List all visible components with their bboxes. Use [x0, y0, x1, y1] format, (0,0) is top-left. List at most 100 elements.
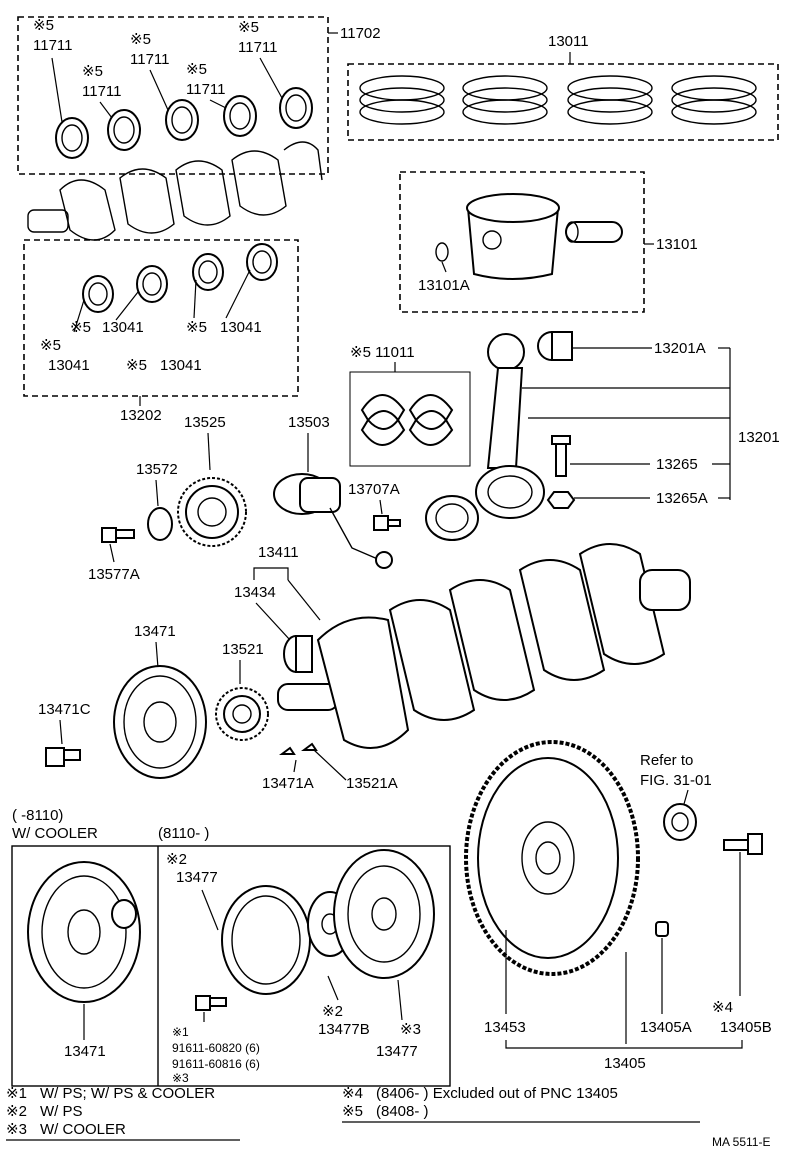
- connecting-rod-group: ※5 11011 13201A 13201: [349, 331, 780, 541]
- bearing-shell: [149, 69, 199, 141]
- bearing-lower-dashed-box: [23, 239, 299, 397]
- bearing-upper-dashed-box: [17, 16, 329, 175]
- w-cooler-title: W/ COOLER: [12, 825, 98, 842]
- piston-ring-set: [671, 75, 757, 125]
- crank-timing-gear: [215, 687, 269, 741]
- label-13471: 13471: [134, 623, 176, 640]
- label-13477-bottom: 13477: [376, 1043, 418, 1060]
- mark-5: ※5: [33, 17, 54, 34]
- label-13405: 13405: [604, 1055, 646, 1072]
- pilot-bearing: [663, 803, 697, 841]
- note-text-4: (8406- ) Excluded out of PNC 13405: [376, 1085, 618, 1102]
- label-13521: 13521: [222, 641, 264, 658]
- label-13201: 13201: [738, 429, 780, 446]
- label-11711: 11711: [238, 39, 278, 56]
- label-13477b: 13477B: [318, 1021, 370, 1038]
- snap-ring: [435, 242, 449, 262]
- refer-to-label: Refer to: [640, 752, 693, 769]
- bearing-shell: [99, 101, 141, 151]
- label-13411: 13411: [258, 544, 299, 561]
- label-13525: 13525: [184, 414, 226, 431]
- label-13707a: 13707A: [348, 481, 400, 498]
- mark-4: ※4: [712, 999, 733, 1016]
- mark-5: ※5: [186, 61, 207, 78]
- label-13572: 13572: [136, 461, 178, 478]
- label-11702: 11702: [340, 25, 381, 42]
- note-mark-5: ※5: [342, 1103, 363, 1120]
- piston-ring-set: [462, 75, 548, 125]
- footnotes-right: ※4 (8406- ) Excluded out of PNC 13405 ※5…: [342, 1085, 700, 1123]
- bolt-13577a: [101, 527, 135, 543]
- small-bolt: [373, 515, 401, 531]
- footnotes-left: ※1 W/ PS; W/ PS & COOLER ※2 W/ PS ※3 W/ …: [6, 1085, 240, 1141]
- flywheel: [464, 740, 640, 976]
- bearing-shell: [246, 243, 278, 281]
- flywheel-group: Refer to FIG. 31-01 13453 13405A ※4 1340…: [464, 740, 772, 1072]
- date-range-right: (8110- ): [158, 825, 209, 842]
- label-11711: 11711: [130, 51, 170, 68]
- crank-pulley-cooler: [27, 861, 141, 1003]
- footnote-mark-1: ※1: [6, 1085, 27, 1102]
- bearing-shell: [259, 57, 313, 129]
- rod-bearing-shell: [360, 394, 454, 446]
- figure-code: MA 5511-E: [712, 1135, 770, 1149]
- label-13265: 13265: [656, 456, 698, 473]
- refer-fig-label: FIG. 31-01: [640, 772, 712, 789]
- bolt-partno-2: 91611-60816 (6): [172, 1057, 260, 1071]
- label-13405a: 13405A: [640, 1019, 692, 1036]
- label-11711: 11711: [82, 83, 122, 100]
- label-13101: 13101: [656, 236, 698, 253]
- mark-5: ※5: [130, 31, 151, 48]
- piston: [466, 193, 560, 280]
- label-13477-top: 13477: [176, 869, 218, 886]
- mark-5: ※5: [70, 319, 91, 336]
- label-13265a: 13265A: [656, 490, 708, 507]
- bearing-shell: [51, 57, 89, 159]
- pulley-13477: [221, 885, 353, 995]
- footnote-text-1: W/ PS; W/ PS & COOLER: [40, 1085, 215, 1102]
- pulley-13477-rear: [333, 849, 435, 979]
- piston-group: 13101 13101A: [399, 171, 698, 313]
- bearing-shell: [209, 95, 257, 137]
- label-13405b: 13405B: [720, 1019, 772, 1036]
- label-13101a: 13101A: [418, 277, 470, 294]
- label-13041: 13041: [102, 319, 144, 336]
- crankshaft: [277, 543, 691, 749]
- label-13041: 13041: [160, 357, 202, 374]
- mark-3: ※3: [400, 1021, 421, 1038]
- bolt-partno-1: 91611-60820 (6): [172, 1041, 260, 1055]
- woodruff-key: [279, 742, 318, 755]
- variants-box: [11, 845, 451, 1087]
- note-mark-4: ※4: [342, 1085, 363, 1102]
- mark-5: ※5: [186, 319, 207, 336]
- piston-ring-dashed-box: [347, 63, 779, 141]
- timing-gear-group: 13525 13503 13707A 13572: [88, 414, 401, 583]
- main-bearing-upper-group: 11702 ※5 11711 ※5 11711 ※5 11711 ※5 1171…: [17, 16, 381, 175]
- crankshaft-outline-background: [27, 141, 323, 241]
- piston-ring-set: [359, 75, 445, 125]
- label-13202: 13202: [120, 407, 162, 424]
- piston-ring-set: [567, 75, 653, 125]
- bearing-shell: [82, 275, 114, 313]
- mark-2: ※2: [166, 851, 187, 868]
- flywheel-bolt: [723, 833, 763, 855]
- crankshaft-group: 13411 13434 13521 1347: [215, 543, 691, 792]
- crank-gear: [177, 477, 247, 547]
- crank-pulley: [113, 665, 207, 779]
- mark-5: ※5: [82, 63, 103, 80]
- dowel-pin: [655, 921, 669, 937]
- label-11011: ※5 11011: [350, 344, 415, 361]
- mark-5: ※5: [126, 357, 147, 374]
- pulley-bolt-small: [195, 995, 227, 1011]
- piston-pin: [565, 221, 623, 243]
- footnote-text-2: W/ PS: [40, 1103, 83, 1120]
- footnote-text-3: W/ COOLER: [40, 1121, 126, 1138]
- piston-dashed-box: [399, 171, 645, 313]
- bearing-shell: [192, 253, 224, 291]
- note-text-5: (8408- ): [376, 1103, 429, 1120]
- label-13471a: 13471A: [262, 775, 314, 792]
- label-13201a: 13201A: [654, 340, 706, 357]
- bearing-shell: [136, 265, 168, 303]
- rod-bolt: [551, 435, 571, 477]
